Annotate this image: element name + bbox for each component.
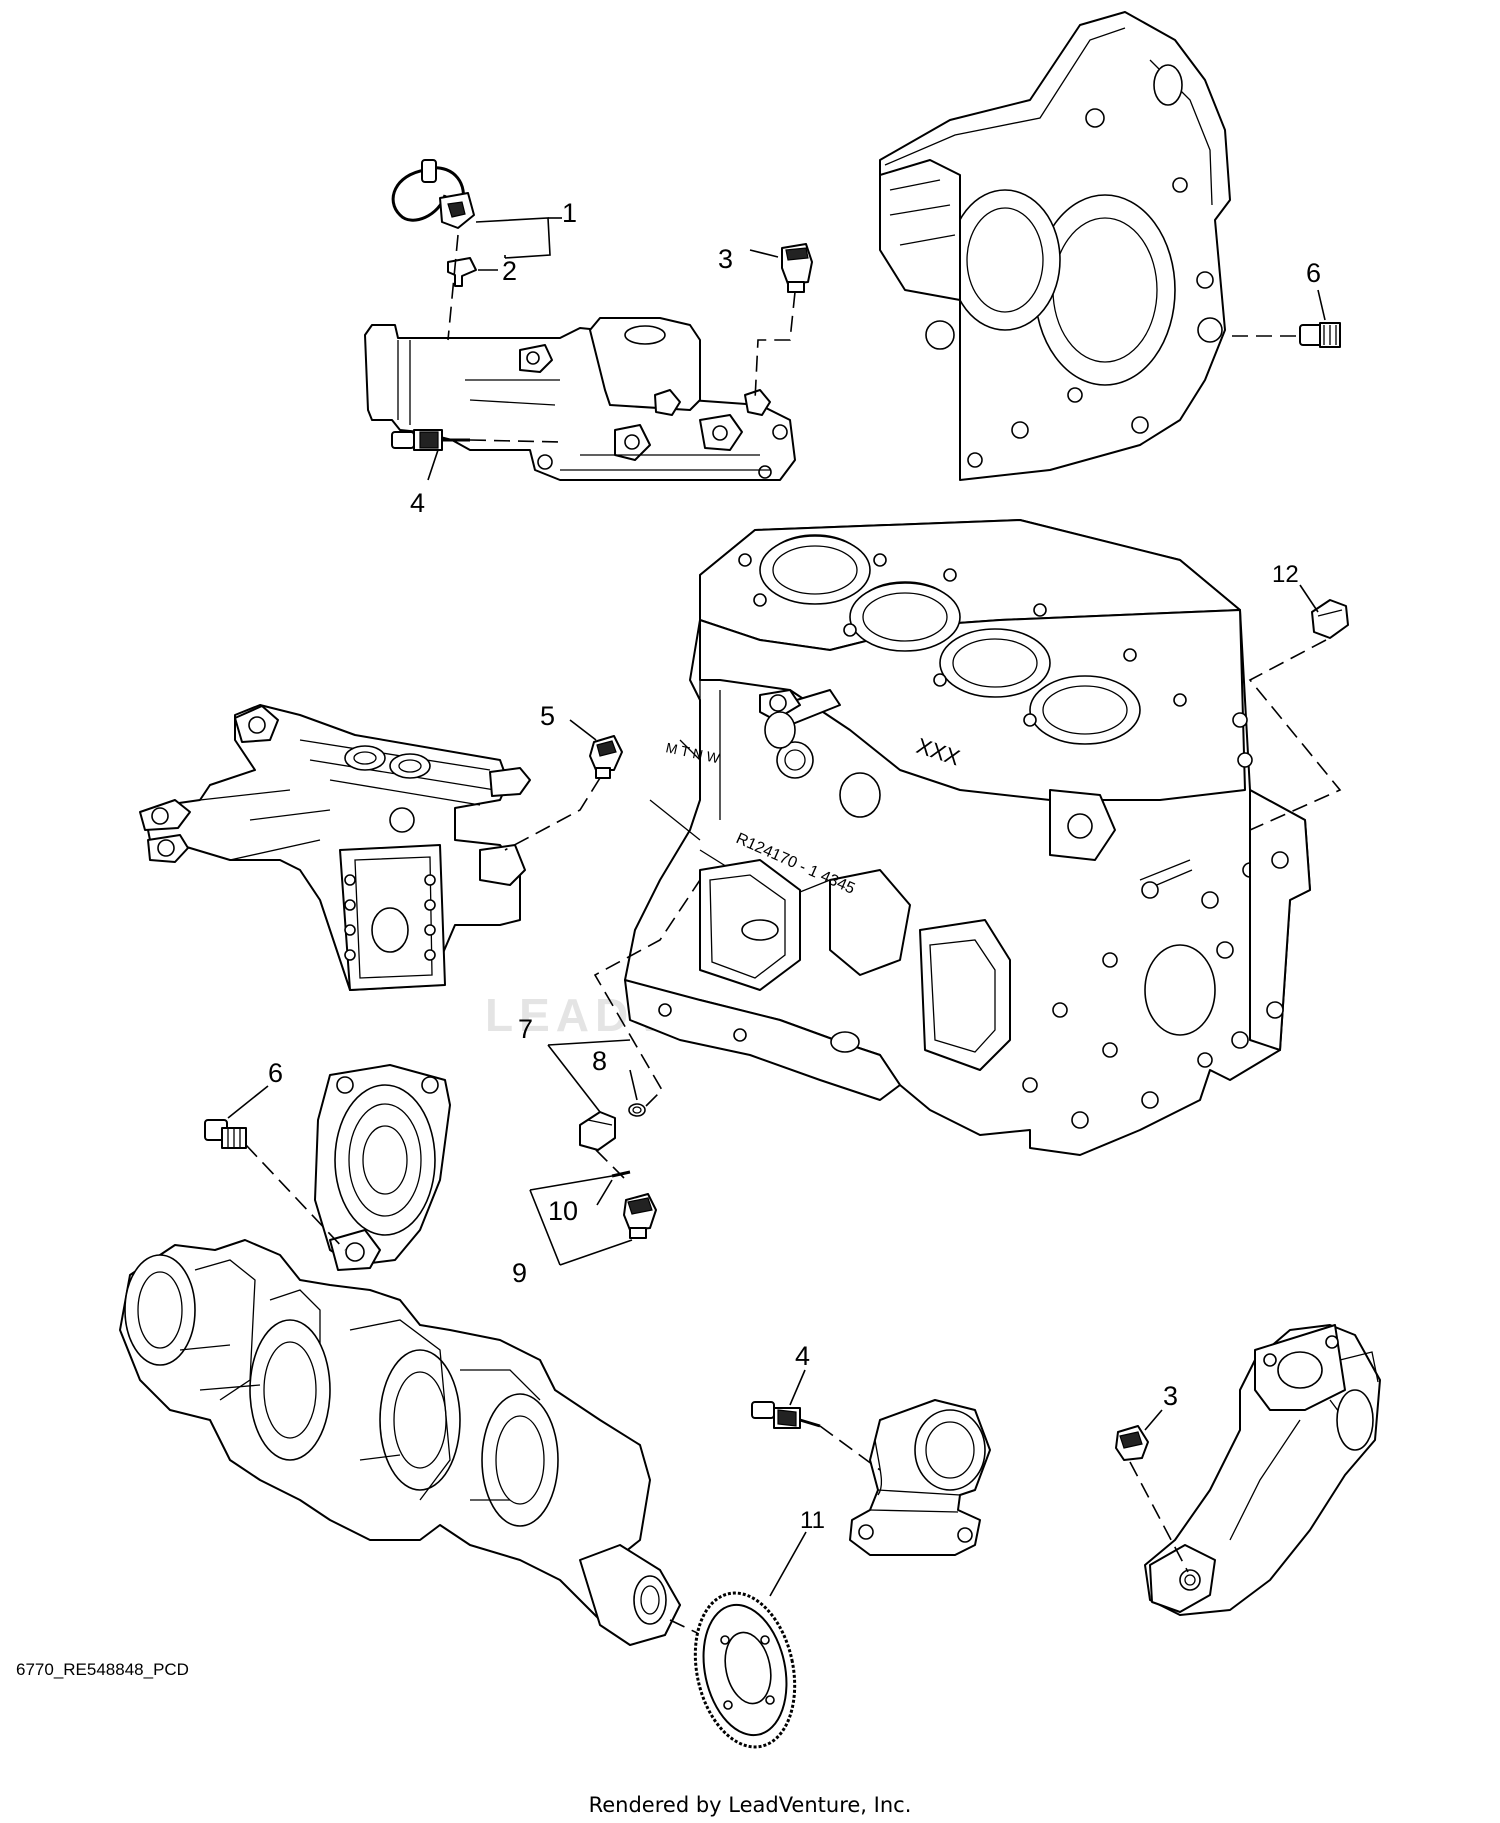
callout-9: 9 [512,1258,527,1288]
temp-sensor-top[interactable] [391,429,470,451]
pressure-sensor-5[interactable] [589,735,623,779]
tone-wheel-11[interactable] [682,1584,808,1757]
callout-2: 2 [502,256,517,286]
rear-seal-housing[interactable] [314,1064,451,1271]
footer-credit: Rendered by LeadVenture, Inc. [588,1793,912,1817]
pressure-sensor-9[interactable] [623,1193,657,1239]
pump-bracket[interactable] [139,704,531,991]
callout-3-top: 3 [718,244,733,274]
callout-3-bottom: 3 [1163,1381,1178,1411]
callout-4-bottom: 4 [795,1341,810,1371]
callout-12: 12 [1272,561,1299,588]
callout-6-right: 6 [1306,258,1321,288]
sensor-harness[interactable] [391,159,475,229]
callout-5: 5 [540,701,555,731]
callout-10: 10 [548,1196,578,1226]
intake-manifold[interactable] [364,317,796,481]
bracket-1-2 [475,217,551,259]
timing-gear-cover[interactable] [879,11,1231,481]
diagram-code: 6770_RE548848_PCD [16,1660,189,1679]
callout-7: 7 [518,1014,533,1044]
temp-sensor-bottom[interactable] [751,1401,821,1429]
callout-8: 8 [592,1046,607,1076]
cylinder-block[interactable] [624,519,1311,1156]
plug-12[interactable] [1311,599,1349,639]
exhaust-elbow[interactable] [1144,1324,1381,1616]
pressure-sensor-top[interactable] [781,243,813,293]
speed-sensor-left[interactable] [204,1119,247,1149]
speed-sensor-right[interactable] [1299,322,1341,348]
callout-1: 1 [562,198,577,228]
callout-11: 11 [800,1507,825,1534]
thermostat-housing[interactable] [849,1399,991,1556]
o-ring-8[interactable] [628,1103,646,1117]
callout-6-left: 6 [268,1058,283,1088]
sensor-adapter-7[interactable] [579,1111,616,1151]
crankshaft[interactable] [119,1239,681,1646]
harness-clip[interactable] [447,257,477,287]
callout-4-top: 4 [410,488,425,518]
pressure-sensor-bottom[interactable] [1115,1425,1149,1461]
